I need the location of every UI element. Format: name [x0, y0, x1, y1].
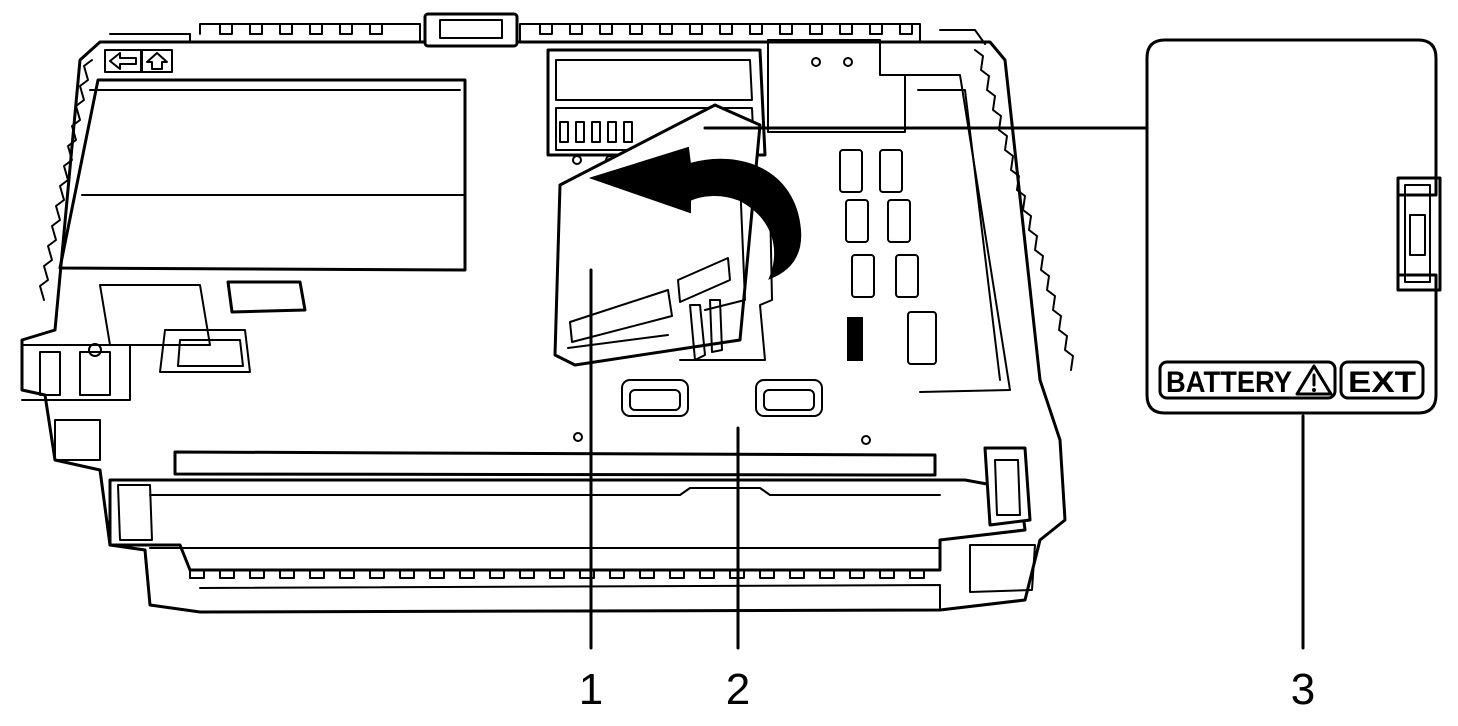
up-arrow-icon: [141, 49, 173, 73]
callout-1: 1: [579, 665, 603, 714]
callout-3: 3: [1291, 665, 1315, 714]
rotate-arrow-icon: [588, 146, 802, 280]
detail-panel: BATTERY EXT: [1145, 38, 1442, 415]
battery-text: BATTERY: [1166, 366, 1292, 399]
leader-lines: [589, 126, 1305, 650]
ext-label: EXT: [1339, 360, 1425, 400]
top-edge-teeth: [219, 23, 913, 35]
vent-slots: [839, 149, 937, 365]
bumps: [573, 379, 871, 445]
ext-text: EXT: [1348, 366, 1416, 399]
callout-2: 2: [726, 665, 750, 714]
battery-label: BATTERY: [1158, 360, 1337, 400]
device-housing: [20, 12, 1074, 614]
warning-triangle-icon: [1295, 364, 1333, 396]
